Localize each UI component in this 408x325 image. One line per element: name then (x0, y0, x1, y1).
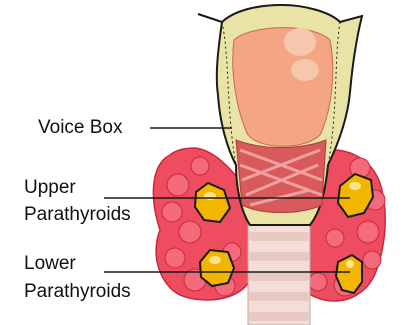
lower-parathyroids-label-line1: Lower (24, 253, 76, 275)
upper-parathyroids-label-line2: Parathyroids (24, 204, 131, 226)
upper-parathyroids-label-line1: Upper (24, 177, 76, 199)
lower-parathyroids-label-line2: Parathyroids (24, 281, 131, 303)
voice-box-label: Voice Box (38, 117, 123, 139)
trachea (248, 222, 310, 325)
lower-left-parathyroid (200, 250, 234, 286)
